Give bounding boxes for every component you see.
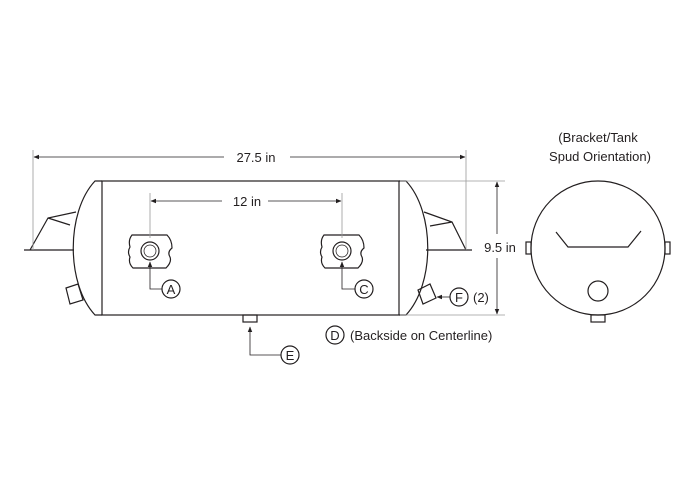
port-spacing-label: 12 in	[233, 194, 261, 209]
callout-f-qty: (2)	[473, 290, 489, 305]
callout-a: A	[147, 261, 181, 299]
right-bracket	[423, 211, 472, 251]
end-view-drain-spud	[587, 280, 609, 302]
callout-f: F (2)	[436, 287, 489, 307]
right-drain-spud	[417, 283, 437, 305]
callout-a-label: A	[167, 282, 176, 297]
end-view-circle	[530, 180, 666, 316]
length-dimension: 27.5 in	[32, 150, 467, 250]
right-end-cap	[399, 180, 429, 316]
length-label: 27.5 in	[236, 150, 275, 165]
callout-e: E	[247, 326, 300, 365]
end-view-bottom-spud	[590, 314, 606, 323]
callout-e-label: E	[286, 348, 295, 363]
end-view: (Bracket/Tank Spud Orientation)	[525, 130, 671, 323]
port-spacing-dimension: 12 in	[149, 193, 343, 238]
bottom-spud-e	[242, 314, 258, 323]
diameter-label: 9.5 in	[484, 240, 516, 255]
callout-d-label: D	[330, 328, 339, 343]
port-c	[319, 234, 365, 269]
end-view-left-spud	[525, 241, 532, 255]
tank-side-view	[24, 180, 472, 323]
callout-c-label: C	[359, 282, 368, 297]
callout-d-note: (Backside on Centerline)	[350, 328, 492, 343]
left-bracket	[24, 211, 77, 251]
port-a	[127, 234, 173, 269]
callout-d: D (Backside on Centerline)	[325, 325, 492, 345]
end-view-right-spud	[664, 241, 671, 255]
left-end-cap	[72, 180, 102, 316]
callout-c: C	[339, 261, 374, 299]
callout-f-label: F	[455, 290, 463, 305]
diameter-dimension: 9.5 in	[400, 180, 516, 316]
end-view-title-line-1: (Bracket/Tank	[558, 130, 638, 145]
end-view-title-line-2: Spud Orientation)	[549, 149, 651, 164]
end-view-bracket	[555, 230, 642, 248]
left-drain-spud	[65, 283, 84, 305]
